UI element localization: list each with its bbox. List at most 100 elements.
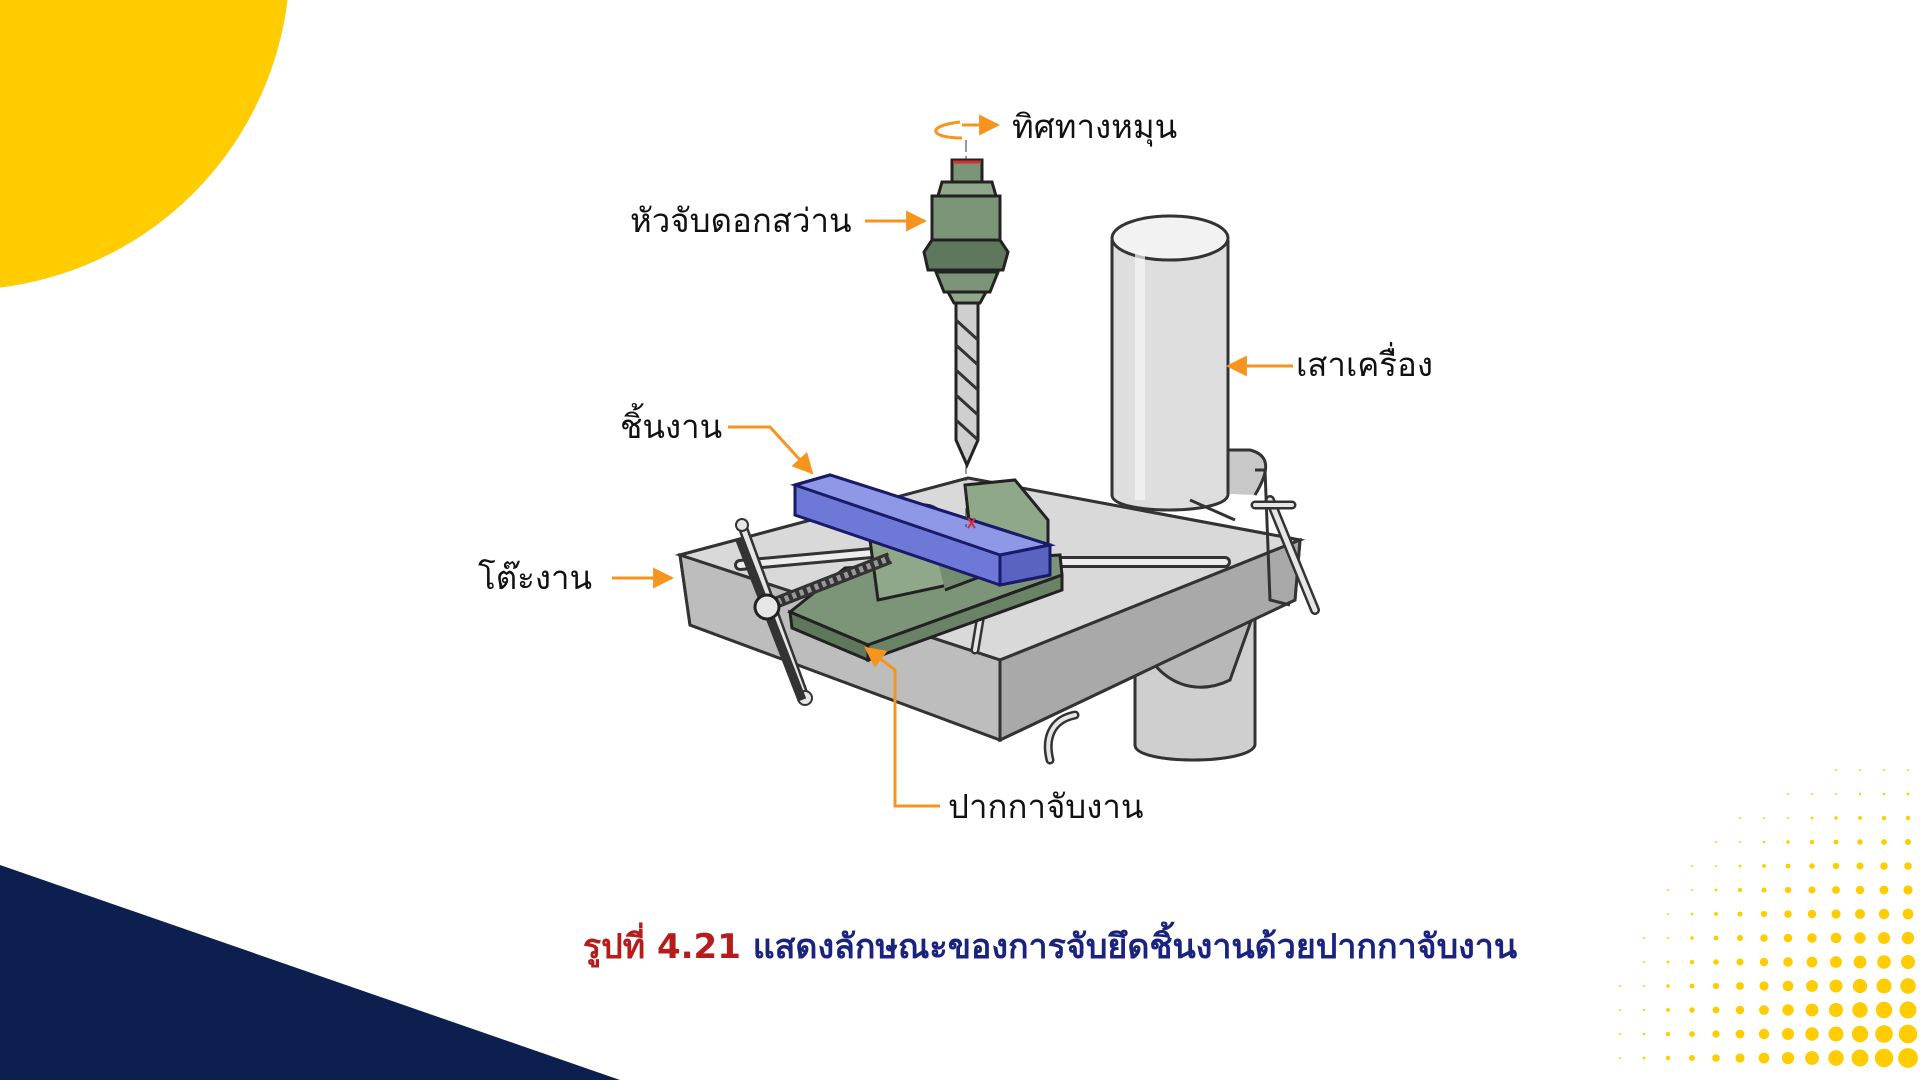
label-work-table: โต๊ะงาน [478, 558, 593, 597]
halftone-dot [1875, 1025, 1893, 1043]
caption-text: แสดงลักษณะของการจับยึดชิ้นงานด้วยปากกาจั… [752, 927, 1518, 967]
halftone-dot [1899, 1001, 1917, 1019]
halftone-dot [1828, 1050, 1844, 1066]
halftone-dot [1900, 978, 1916, 994]
halftone-dot [1905, 815, 1911, 821]
halftone-dot [1880, 862, 1888, 870]
halftone-dot [1689, 983, 1695, 989]
halftone-dot [1759, 1005, 1769, 1015]
halftone-dot [1760, 910, 1768, 918]
halftone-dot [1642, 1032, 1646, 1036]
halftone-dot [1830, 932, 1842, 944]
halftone-dot [1642, 1056, 1646, 1060]
halftone-dot [1758, 1052, 1770, 1064]
halftone-dot [1883, 769, 1885, 771]
halftone-dot [1855, 909, 1865, 919]
halftone-dot [1876, 978, 1892, 994]
figure-caption: รูปที่ 4.21 แสดงลักษณะของการจับยึดชิ้นงา… [560, 922, 1540, 972]
halftone-dot [1712, 982, 1720, 990]
halftone-dot [1643, 937, 1645, 939]
drill-bit [954, 301, 980, 469]
halftone-dot [1808, 886, 1816, 894]
halftone-dot [1714, 888, 1718, 892]
halftone-dot [1881, 839, 1887, 845]
halftone-dot [1762, 840, 1766, 844]
halftone-dot [1783, 957, 1793, 967]
halftone-dot [1619, 1009, 1621, 1011]
halftone-dot [1877, 955, 1891, 969]
halftone-dot [1857, 839, 1863, 845]
halftone-dot [1901, 955, 1915, 969]
machine-column [1110, 214, 1268, 512]
halftone-dot [1665, 1055, 1671, 1061]
halftone-dot [1759, 981, 1769, 991]
halftone-dot [1667, 913, 1669, 915]
navy-corner-shape [0, 865, 620, 1080]
halftone-dot [1735, 1053, 1745, 1063]
halftone-dot [1830, 956, 1842, 968]
halftone-dot [1712, 1030, 1720, 1038]
halftone-dot [1906, 792, 1910, 796]
halftone-dot [1907, 769, 1909, 771]
label-drill-chuck: หัวจับดอกสว่าน [630, 201, 852, 240]
halftone-dot [1852, 1002, 1868, 1018]
halftone-dot [1763, 817, 1765, 819]
halftone-dot [1898, 1024, 1918, 1044]
halftone-dot [1762, 864, 1766, 868]
halftone-dot [1878, 908, 1890, 920]
label-machine-column: เสาเครื่อง [1296, 345, 1433, 384]
halftone-dot [1856, 862, 1864, 870]
halftone-dot [1736, 982, 1744, 990]
halftone-dot [1898, 1048, 1918, 1068]
halftone-dot [1665, 1031, 1671, 1037]
halftone-dot [1829, 979, 1843, 993]
halftone-dot [1879, 885, 1889, 895]
halftone-dot [1784, 886, 1792, 894]
halftone-dot [1784, 910, 1792, 918]
halftone-dot [1782, 1004, 1794, 1016]
halftone-dot [1832, 886, 1840, 894]
label-rotation-direction: ทิศทางหมุน [1012, 107, 1178, 146]
yellow-corner-shape [0, 0, 288, 288]
halftone-dot [1828, 1026, 1844, 1042]
halftone-dot [1902, 908, 1914, 920]
halftone-dot [1619, 1057, 1621, 1059]
halftone-dot [1739, 841, 1741, 843]
halftone-dot [1854, 932, 1866, 944]
halftone-dot [1904, 862, 1912, 870]
halftone-dot [1787, 793, 1789, 795]
workpiece [789, 473, 1056, 587]
halftone-dot [1874, 1048, 1894, 1068]
halftone-dot [1739, 817, 1741, 819]
halftone-dot [1809, 863, 1815, 869]
halftone-dot [1806, 956, 1818, 968]
halftone-dot [1666, 984, 1670, 988]
halftone-dot [1805, 1003, 1819, 1017]
halftone-dot [1901, 931, 1915, 945]
halftone-dot [1715, 865, 1717, 867]
figure-number: รูปที่ 4.21 [582, 927, 741, 967]
halftone-dot [1691, 889, 1693, 891]
halftone-dot [1855, 885, 1865, 895]
halftone-dot [1787, 817, 1789, 819]
halftone-dot [1690, 912, 1694, 916]
halftone-dot [1786, 840, 1790, 844]
halftone-dot [1761, 887, 1767, 893]
halftone-dot [1858, 816, 1862, 820]
halftone-dot [1781, 1051, 1795, 1065]
halftone-dot [1811, 793, 1813, 795]
halftone-dot [1667, 937, 1669, 939]
halftone-dot [1735, 1029, 1745, 1039]
halftone-dot [1714, 912, 1718, 916]
halftone-dot [1881, 815, 1887, 821]
halftone-dot [1905, 839, 1911, 845]
halftone-dot [1713, 935, 1719, 941]
halftone-dot [1736, 958, 1744, 966]
halftone-dot [1689, 1055, 1695, 1061]
rotation-direction-icon [934, 114, 1001, 140]
halftone-dot [1783, 933, 1793, 943]
halftone-dot [1689, 1007, 1695, 1013]
halftone-dot [1715, 841, 1717, 843]
halftone-dot [1875, 1001, 1893, 1019]
halftone-dot [1712, 1054, 1720, 1062]
